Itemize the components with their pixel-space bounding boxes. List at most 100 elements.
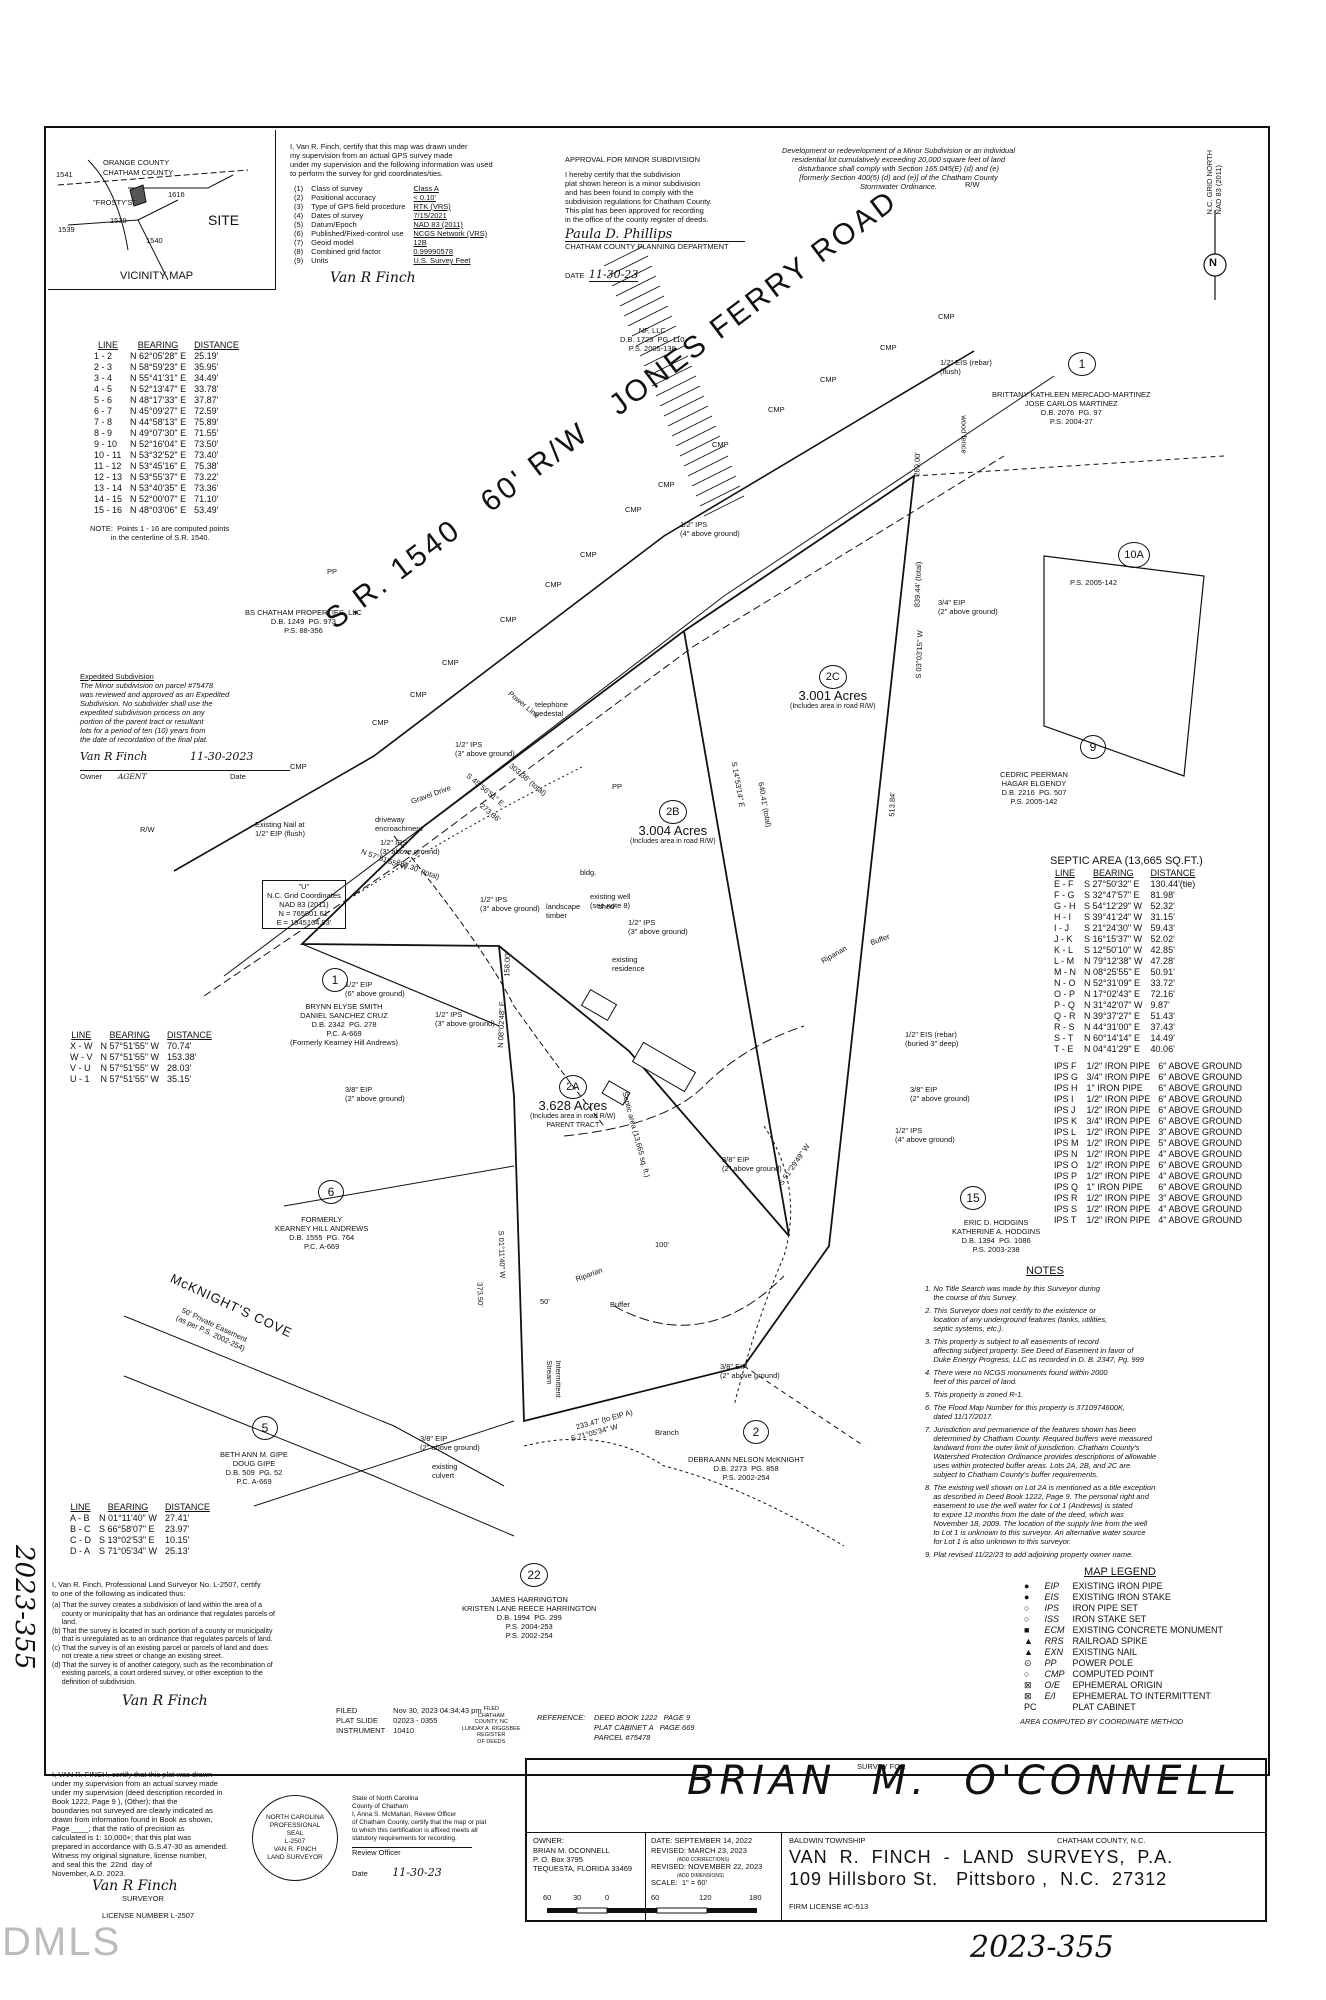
scale-tick: 60	[543, 1893, 552, 1902]
centerline-note: NOTE: Points 1 - 16 are computed points …	[90, 524, 230, 542]
gps-item-label: Dates of survey	[311, 211, 364, 220]
client-name: BRIAN M. O'CONNELL	[687, 1758, 1241, 1804]
ips-cell: IPS O	[1054, 1160, 1079, 1170]
septic-cell: 33.72'	[1150, 978, 1175, 988]
septic-cell: 59.43'	[1150, 923, 1175, 933]
legend-desc: RAILROAD SPIKE	[1072, 1636, 1148, 1646]
xw-header: LINE	[71, 1030, 92, 1040]
centerline-header: BEARING	[137, 340, 179, 350]
septic-cell: 14.49'	[1150, 1033, 1175, 1043]
septic-cell: N 44°31'00" E	[1084, 1022, 1141, 1032]
septic-cell: 50.91'	[1150, 967, 1175, 977]
vicinity-map: ORANGE COUNTY CHATHAM COUNTY "FROSTY'S" …	[48, 130, 276, 290]
centerline-cell: 34.49'	[194, 373, 219, 383]
professional-certification: I, Van R. Finch, Professional Land Surve…	[52, 1580, 352, 1709]
ips-cell: 1/2" IRON PIPE	[1086, 1094, 1151, 1104]
expedited-agent: AGENT	[118, 772, 147, 781]
septic-cell: 40.06'	[1150, 1044, 1175, 1054]
centerline-cell: 71.55'	[194, 428, 219, 438]
ips-cell: 4" ABOVE GROUND	[1158, 1204, 1242, 1214]
dim-50: 50'	[540, 1297, 550, 1306]
septic-cell: 51.43'	[1150, 1011, 1175, 1021]
tract-2c-acres: 3.001 Acres	[798, 688, 868, 703]
ips-cell: 3" ABOVE GROUND	[1158, 1193, 1242, 1203]
register-stamp: FILED CHATHAM COUNTY, NC LUNDAY A. RIGGS…	[462, 1706, 521, 1745]
centerline-cell: 75.38'	[194, 461, 219, 471]
legend-symbol-icon: ○	[1024, 1614, 1030, 1624]
ab-cell: S 71°05'34" W	[99, 1546, 158, 1556]
owner-bs-chatham: BS CHATHAM PROPERTIES, LLC D.B. 1249 PG.…	[245, 608, 362, 635]
legend-symbol-icon: ⊠	[1024, 1691, 1032, 1701]
septic-header: LINE	[1054, 868, 1075, 878]
surveyor-cert-text: I, VAN R. FINCH, certify that this plat …	[52, 1770, 228, 1878]
ips-cell: 4" ABOVE GROUND	[1158, 1215, 1242, 1225]
surveyor-label: SURVEYOR	[122, 1894, 164, 1903]
rw-label-east: R/W	[965, 180, 980, 189]
approval-minor-subdivision: APPROVAL FOR MINOR SUBDIVISION I hereby …	[565, 155, 745, 283]
dim-373: 373.50'	[475, 1282, 486, 1307]
gps-item-n: (5)	[294, 220, 304, 229]
owner-beth: BETH ANN M. GIPE DOUG GIPE D.B. 509 PG. …	[220, 1450, 288, 1486]
surveyor-seal: NORTH CAROLINA PROFESSIONAL SEAL L-2507 …	[252, 1795, 338, 1881]
tract-2c-note: (Includes area in road R/W)	[790, 703, 876, 710]
case-number-vertical: 2023-355	[9, 1545, 39, 1670]
owner-formerly: FORMERLY KEARNEY HILL ANDREWS D.B. 1555 …	[275, 1215, 369, 1251]
centerline-cell: N 48°17'33" E	[130, 395, 187, 405]
gps-item-label: Combined grid factor	[311, 247, 381, 256]
centerline-cell: N 53°55'37" E	[130, 472, 187, 482]
lot-number: 2	[743, 1420, 769, 1444]
gps-item-n: (7)	[294, 238, 304, 247]
centerline-cell: 5 - 6	[94, 395, 113, 405]
ips-row: IPS R 1/2" IRON PIPE 3" ABOVE GROUND	[1050, 1193, 1246, 1204]
label-existing-residence: existing residence	[612, 955, 645, 973]
tract-2a-id: 2A	[558, 1075, 587, 1099]
tract-2b-id: 2B	[658, 800, 687, 824]
septic-cell: N 08°25'55" E	[1084, 967, 1141, 977]
legend-code	[1041, 1702, 1069, 1713]
legend-desc: EPHEMERAL TO INTERMITTENT	[1072, 1691, 1211, 1701]
xw-cell: 35.15'	[167, 1074, 192, 1084]
centerline-cell: 15 - 16	[94, 505, 123, 515]
label-eip-12: 1/2" EIP (6" above ground)	[345, 980, 405, 998]
ips-cell: 4" ABOVE GROUND	[1158, 1149, 1242, 1159]
ips-cell: IPS R	[1054, 1193, 1078, 1203]
septic-cell: F - G	[1054, 890, 1075, 900]
centerline-cell: N 53°40'35" E	[130, 483, 187, 493]
revised-2: REVISED: NOVEMBER 22, 2023	[651, 1862, 763, 1871]
owner-brynn: BRYNN ELYSE SMITH DANIEL SANCHEZ CRUZ D.…	[290, 1002, 398, 1047]
legend-symbol-icon: ●	[1024, 1592, 1030, 1602]
vicinity-label-1540: 1540	[146, 236, 163, 245]
ips-cell: IPS G	[1054, 1072, 1079, 1082]
sheet-border	[44, 126, 1270, 1776]
tract-2b-note: (Includes area in road R/W)	[630, 838, 716, 845]
centerline-cell: 10 - 11	[94, 450, 122, 460]
revised-1-note: (ADD CORRECTIONS)	[677, 1857, 730, 1863]
septic-cell: N 31°42'07" W	[1084, 1000, 1143, 1010]
expedited-date-label: Date	[230, 772, 246, 781]
ips-cell: 1/2" IRON PIPE	[1086, 1193, 1151, 1203]
label-wood-fence: wood fence	[959, 415, 969, 454]
vicinity-label-1539a: 1539	[58, 225, 75, 234]
septic-cell: R - S	[1054, 1022, 1075, 1032]
survey-date: DATE: SEPTEMBER 14, 2022	[651, 1836, 753, 1845]
case-number-bottom: 2023-355	[970, 1930, 1114, 1965]
ips-cell: 5" ABOVE GROUND	[1158, 1138, 1242, 1148]
septic-cell: 37.43'	[1150, 1022, 1175, 1032]
vicinity-map-title: VICINITY MAP	[120, 270, 194, 282]
septic-cell: J - K	[1054, 934, 1073, 944]
ips-cell: 1" IRON PIPE	[1086, 1182, 1143, 1192]
ips-cell: 1/2" IRON PIPE	[1086, 1215, 1151, 1225]
